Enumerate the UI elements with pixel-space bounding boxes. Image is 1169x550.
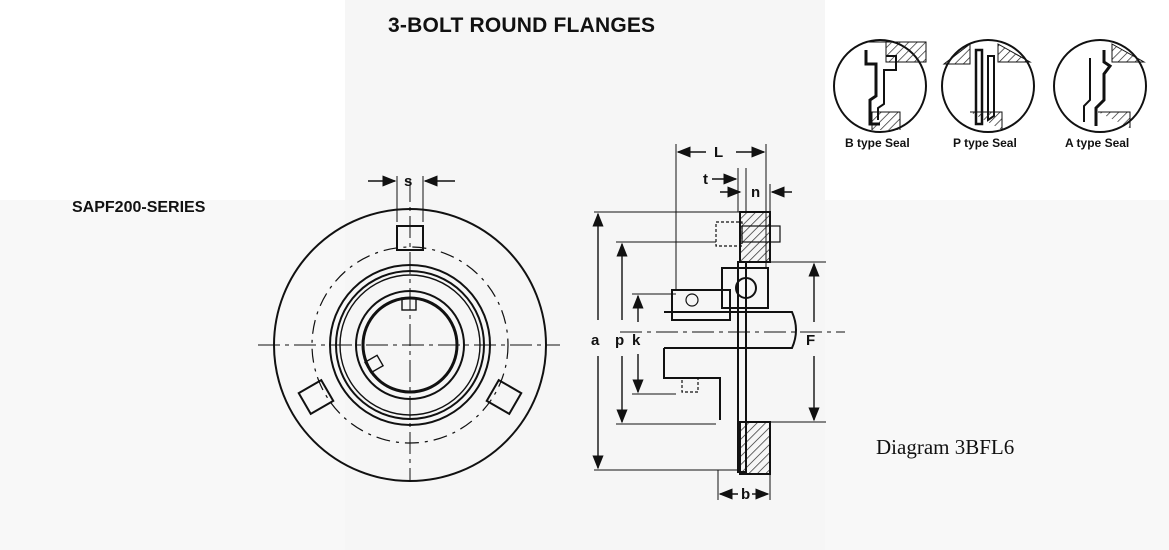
collar-screw [685,293,699,307]
flange-upper-section [739,211,771,263]
dimension-b: b [741,486,750,503]
dimension-t: t [703,171,708,188]
flange-lower-section [739,421,771,475]
bearing-ball [735,277,757,299]
dimension-s: s [404,173,412,190]
page-title: 3-BOLT ROUND FLANGES [388,14,656,37]
seal-detail-a [1053,39,1147,133]
bolt-slot-right [485,378,523,416]
bearing-outer [721,267,769,309]
lower-set-screw [681,377,699,393]
seal-label-b: B type Seal [845,136,910,150]
seal-label-a: A type Seal [1065,136,1130,150]
shaft-collar [663,348,721,420]
seal-detail-b [833,39,927,133]
inner-ring [671,289,731,321]
bolt-slot-top [396,225,424,251]
dimension-a: a [591,332,600,349]
set-screw-top [401,297,417,311]
series-label: SAPF200-SERIES [72,199,206,216]
flange-web [737,261,747,473]
bolt-nut [741,225,781,243]
side-view [592,144,845,500]
set-screw-left [363,354,385,374]
seal-label-p: P type Seal [953,136,1017,150]
dimension-F: F [806,332,815,349]
bolt-slot-left [297,378,335,416]
seal-detail-p [941,39,1035,133]
dimension-k: k [632,332,641,349]
front-view [258,175,560,482]
bolt-head [715,221,743,247]
shaft [664,311,797,349]
dimension-n: n [751,184,760,201]
dimension-p: p [615,332,624,349]
dimension-L: L [714,144,723,161]
diagram-caption: Diagram 3BFL6 [876,435,1015,459]
